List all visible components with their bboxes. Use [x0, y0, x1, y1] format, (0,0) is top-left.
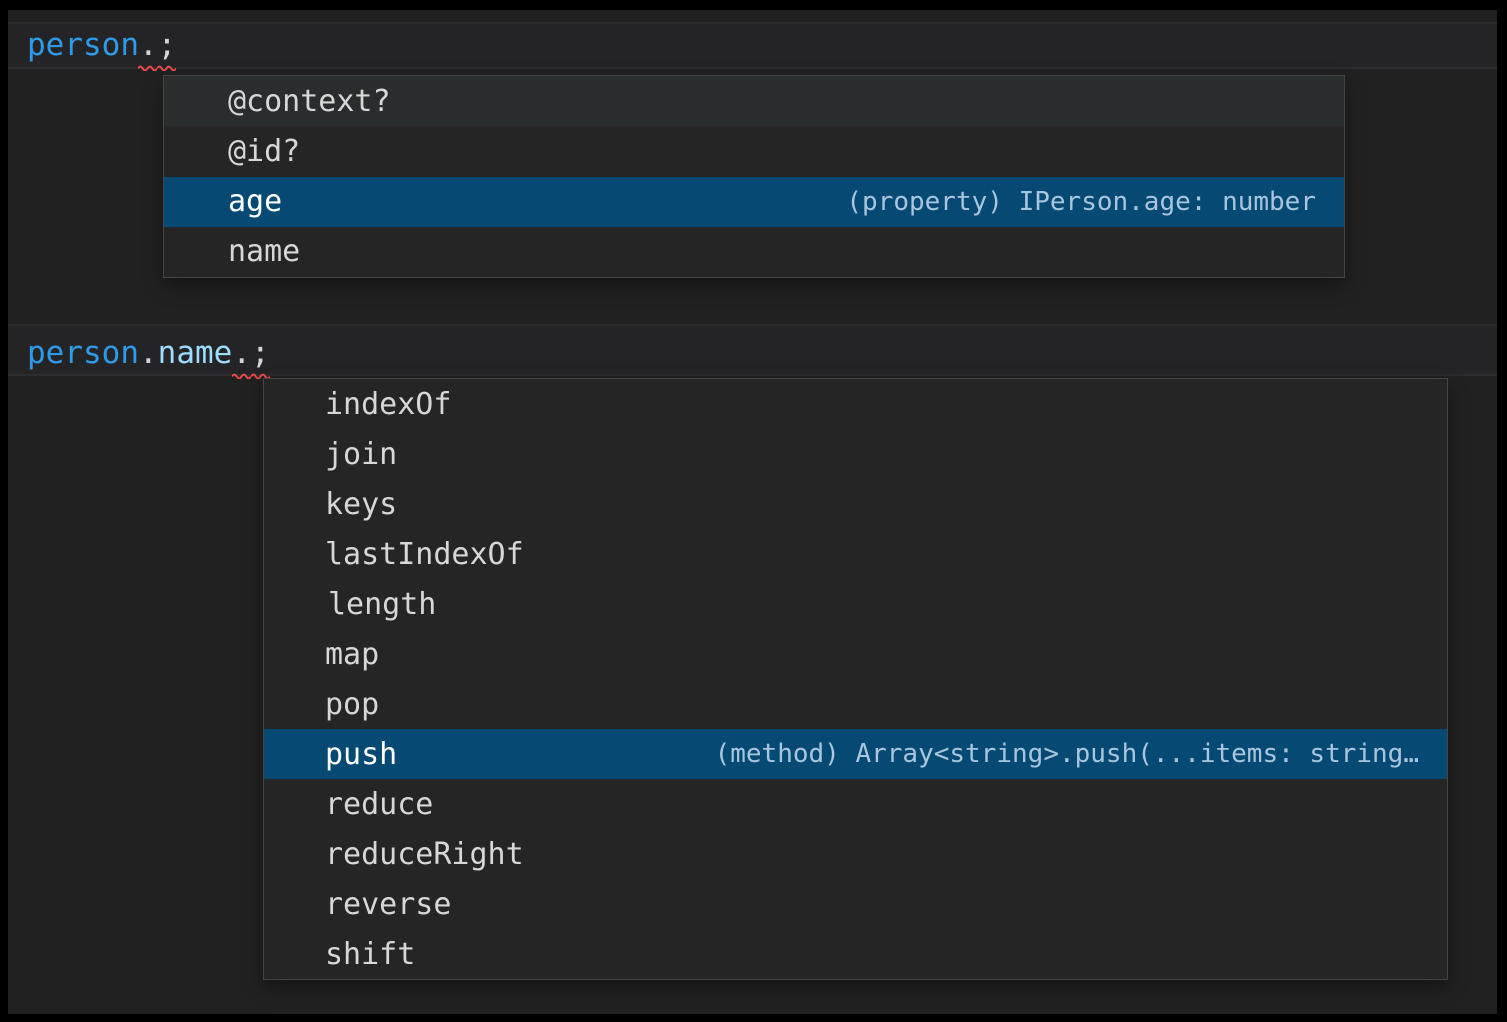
method-icon	[282, 438, 313, 471]
code-token-person: person	[27, 335, 139, 371]
method-icon	[282, 738, 313, 771]
suggestion-label: keys	[325, 486, 398, 522]
suggestion-detail: (property) IPerson.age: number	[846, 186, 1316, 217]
suggestion-item-pop[interactable]: pop	[264, 679, 1447, 729]
suggestion-item-join[interactable]: join	[264, 429, 1447, 479]
method-icon	[282, 938, 313, 971]
suggest-widget-person: @context? @id? age (property) IPerson.ag…	[163, 75, 1345, 278]
method-icon	[282, 838, 313, 871]
suggestion-item-reduceright[interactable]: reduceRight	[264, 829, 1447, 879]
field-icon	[182, 237, 216, 266]
suggestion-label: @id?	[228, 133, 301, 169]
field-icon	[282, 590, 316, 619]
suggestion-label: name	[228, 234, 301, 270]
suggestion-item-keys[interactable]: keys	[264, 479, 1447, 529]
suggestion-item-id[interactable]: @id?	[164, 126, 1344, 176]
suggestion-label: reduceRight	[325, 836, 524, 872]
suggestion-label: shift	[325, 936, 416, 972]
method-icon	[282, 538, 313, 571]
suggestion-detail: (method) Array<string>.push(...items: st…	[714, 739, 1419, 769]
suggestion-item-age[interactable]: age (property) IPerson.age: number	[164, 176, 1344, 227]
method-icon	[282, 788, 313, 821]
code-token-name: name	[157, 335, 233, 371]
suggestion-label: age	[228, 184, 283, 220]
error-squiggle-icon	[157, 65, 176, 71]
suggestion-label: length	[328, 586, 437, 622]
code-line-person[interactable]: person.;	[27, 27, 176, 63]
field-icon	[182, 187, 216, 216]
suggestion-item-map[interactable]: map	[264, 629, 1447, 679]
suggestion-item-reduce[interactable]: reduce	[264, 779, 1447, 829]
method-icon	[282, 488, 313, 521]
suggestion-label: @context?	[228, 83, 391, 119]
suggest-widget-name: indexOf join keys lastIndexOf length	[263, 378, 1448, 980]
code-token-semicolon: ;	[250, 335, 270, 371]
method-icon	[282, 688, 313, 721]
suggestion-item-reverse[interactable]: reverse	[264, 879, 1447, 929]
code-token-dot: .	[138, 27, 158, 63]
suggestion-label: pop	[325, 686, 380, 722]
current-line-highlight	[8, 324, 1497, 376]
error-squiggle-icon	[232, 373, 251, 379]
method-icon	[282, 888, 313, 921]
code-token-dot: .	[232, 335, 251, 371]
suggestion-label: indexOf	[325, 386, 452, 422]
suggestion-label: lastIndexOf	[325, 536, 524, 572]
error-squiggle-icon	[138, 65, 157, 71]
code-token-semicolon: ;	[157, 27, 177, 63]
code-line-person-name[interactable]: person.name.;	[27, 335, 270, 371]
suggestion-label: push	[325, 736, 398, 772]
suggestion-item-indexof[interactable]: indexOf	[264, 379, 1447, 429]
suggestion-item-length[interactable]: length	[264, 579, 1447, 629]
code-token-dot: .	[138, 335, 158, 371]
suggestion-item-lastindexof[interactable]: lastIndexOf	[264, 529, 1447, 579]
code-token-person: person	[27, 27, 139, 63]
field-icon	[182, 87, 216, 116]
suggestion-label: reverse	[325, 886, 452, 922]
suggestion-item-name[interactable]: name	[164, 227, 1344, 277]
method-icon	[282, 638, 313, 671]
current-line-highlight	[8, 22, 1497, 69]
suggestion-label: join	[325, 436, 398, 472]
field-icon	[182, 137, 216, 166]
suggestion-label: map	[325, 636, 380, 672]
suggestion-item-shift[interactable]: shift	[264, 929, 1447, 979]
suggestion-label: reduce	[325, 786, 434, 822]
code-editor[interactable]: person.; person.name.; @context? @id? ag…	[8, 10, 1497, 1014]
suggestion-item-push[interactable]: push (method) Array<string>.push(...item…	[264, 729, 1447, 779]
method-icon	[282, 388, 313, 421]
suggestion-item-context[interactable]: @context?	[164, 76, 1344, 127]
